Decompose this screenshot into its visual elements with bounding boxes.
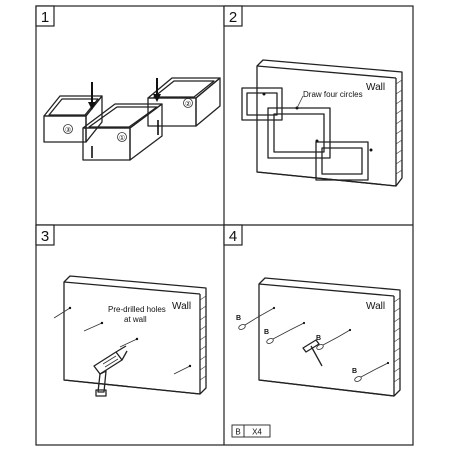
parts-key: B X4 (231, 424, 271, 438)
drill-hole-marks (53, 306, 192, 375)
part-1-label: ① (119, 134, 125, 142)
step-4-number-box: 4 (223, 224, 243, 246)
step-2-illustration: Wall Draw four circles (241, 59, 403, 187)
wall-anchor-icon: B (316, 328, 352, 350)
step-3-number: 3 (41, 228, 49, 245)
anchor-b-label: B (264, 329, 269, 336)
step-4-illustration: Wall B B B B (231, 277, 401, 438)
wooden-box-icon: ① (82, 103, 163, 161)
step-4-number: 4 (229, 228, 237, 245)
pre-drilled-note-line2: at wall (124, 315, 147, 324)
step-2-number-box: 2 (223, 5, 243, 27)
wall-label: Wall (366, 301, 385, 312)
step-1-number-box: 1 (35, 5, 55, 27)
wall-panel-icon (258, 277, 401, 397)
draw-circles-note: Draw four circles (303, 90, 363, 99)
step-1-number: 1 (41, 9, 49, 26)
part-3-label: ③ (65, 126, 71, 134)
pre-drilled-note-line1: Pre-drilled holes (108, 305, 166, 314)
wall-label: Wall (172, 301, 191, 312)
anchor-b-label: B (236, 315, 241, 322)
wall-panel-icon (63, 275, 207, 395)
parts-key-part: B (235, 428, 240, 437)
wall-panel-icon (256, 59, 403, 187)
wall-anchor-icon: B (264, 321, 306, 344)
parts-key-quantity: X4 (252, 428, 262, 437)
anchor-b-label: B (352, 368, 357, 375)
wall-anchor-icon: B (352, 361, 390, 382)
wall-label: Wall (366, 82, 385, 93)
cube-shelf (241, 87, 373, 181)
wooden-box-icon: ③ (43, 95, 103, 143)
hammer-icon (302, 339, 323, 367)
step-3-illustration: Wall Pre-drilled holes at wall (53, 275, 207, 397)
wooden-box-icon: ② (147, 77, 221, 127)
drill-icon (93, 345, 128, 397)
screw-arrows (88, 78, 161, 158)
step-3-number-box: 3 (35, 224, 55, 246)
anchor-b-label: B (316, 335, 321, 342)
part-2-label: ② (185, 100, 191, 108)
step-2-number: 2 (229, 9, 237, 26)
step-1-illustration: ③ ② ① (43, 77, 221, 161)
wall-anchor-icon: B (236, 306, 276, 330)
